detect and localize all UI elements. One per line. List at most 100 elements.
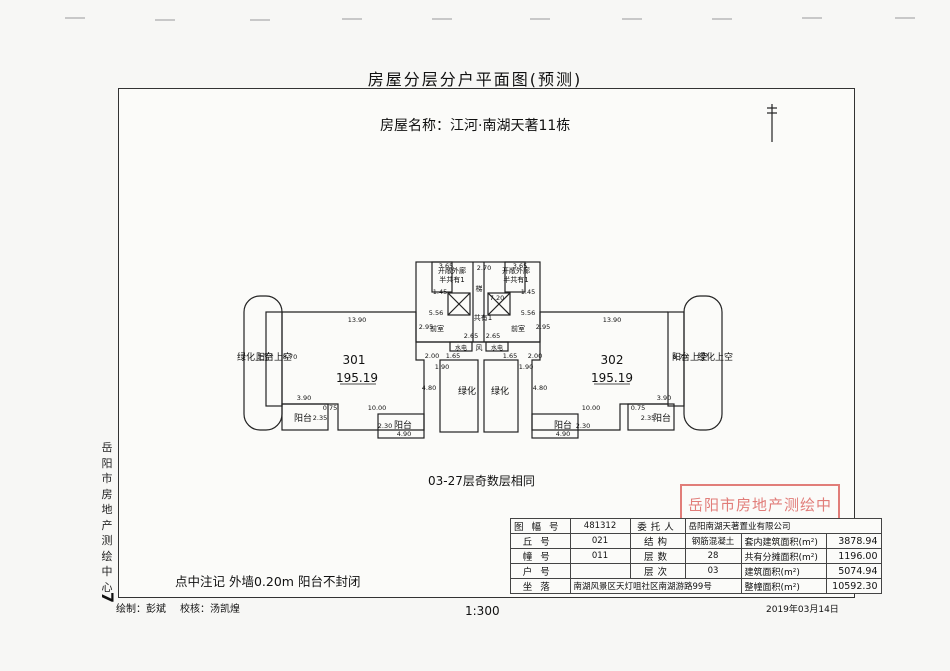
page-title: 房屋分层分户平面图(预测)	[367, 70, 583, 89]
client-value: 岳阳南湖天著置业有限公司	[684, 518, 882, 534]
dim-right-top: 13.90	[603, 316, 622, 324]
right-balcony-roof: 阳台上空	[672, 351, 708, 363]
dim-left-165: 1.65	[446, 352, 460, 360]
dim-right-190: 1.90	[519, 363, 533, 371]
center-greening-left: 绿化	[458, 385, 476, 397]
level-label: 层次	[629, 563, 686, 579]
checker-credit: 校核：汤凯煌	[180, 604, 240, 615]
build-area-value: 5074.94	[825, 563, 882, 579]
scan-marks	[65, 17, 915, 21]
right-balcony: 阳台	[653, 412, 671, 424]
right-lower-balcony: 阳台	[554, 419, 572, 431]
client-label: 委托人	[629, 518, 686, 534]
dim-right-235: 2.35	[641, 414, 655, 422]
map-no-label: 图幅号	[510, 518, 571, 534]
left-half-shared: 半共有1	[439, 275, 464, 284]
dim-left-top: 13.90	[348, 316, 367, 324]
addr-label: 坐落	[510, 578, 571, 594]
struct-value: 钢筋混凝土	[684, 533, 742, 549]
building-value: 011	[569, 548, 631, 564]
dim-right-365: 3.65	[513, 262, 527, 270]
shared-label: 共有1	[474, 313, 492, 322]
left-balcony: 阳台	[294, 412, 312, 424]
dim-right-265: 2.65	[486, 332, 500, 340]
date-label: 2019年03月14日	[766, 605, 839, 615]
dim-left-075: 0.75	[323, 404, 337, 412]
dim-right-230: 2.30	[576, 422, 590, 430]
build-area-label: 建筑面积(m²)	[740, 563, 827, 579]
left-balcony-roof: 阳台上空	[256, 351, 292, 363]
drawer-credit: 绘制：彭斌	[116, 604, 166, 615]
dim-left-295: 2.95	[419, 323, 433, 331]
scale-label: 1:300	[465, 604, 500, 618]
shared-area-value: 1196.00	[825, 548, 882, 564]
left-anteroom: 前室	[430, 324, 444, 333]
whole-area-value: 10592.30	[825, 578, 882, 594]
unit-302-area: 195.19	[591, 371, 633, 385]
right-open-corridor: 开敞外廊	[502, 266, 530, 275]
dim-right-480: 4.80	[533, 384, 547, 392]
level-value: 03	[684, 563, 742, 579]
left-lower-balcony: 阳台	[394, 419, 412, 431]
dim-left-230: 2.30	[378, 422, 392, 430]
addr-value: 南湖风景区天灯咀社区南湖游路99号	[569, 578, 742, 594]
dim-right-165: 1.65	[503, 352, 517, 360]
right-half-shared: 半共有1	[503, 275, 528, 284]
dim-left-190: 1.90	[435, 363, 449, 371]
dim-left-265: 2.65	[464, 332, 478, 340]
dim-left-870: 8.70	[283, 353, 297, 361]
hill-label: 丘号	[510, 533, 571, 549]
floors-label: 层数	[629, 548, 686, 564]
unit-302-number: 302	[601, 353, 624, 367]
drawing-notes: 点中注记 外墙0.20m 阳台不封闭	[175, 574, 361, 589]
hill-value: 021	[569, 533, 631, 549]
unit-301-number: 301	[343, 353, 366, 367]
side-text: 岳阳市房地产测绘中心	[101, 441, 113, 594]
dim-right-870: 8.70	[673, 353, 687, 361]
left-open-corridor: 开敞外廊	[438, 266, 466, 275]
dim-right-390: 3.90	[657, 394, 671, 402]
dim-left-200: 2.00	[425, 352, 439, 360]
dim-right-1000: 10.00	[582, 404, 601, 412]
house-name: 房屋名称：江河·南湖天著11栋	[380, 118, 571, 134]
struct-label: 结构	[629, 533, 686, 549]
dim-right-556: 5.56	[521, 309, 535, 317]
unit-301-area: 195.19	[336, 371, 378, 385]
dim-right-295: 2.95	[536, 323, 550, 331]
floors-note: 03-27层奇数层相同	[428, 474, 535, 488]
shared-area-label: 共有分摊面积(m²)	[740, 548, 827, 564]
dim-left-480: 4.80	[422, 384, 436, 392]
inner-area-label: 套内建筑面积(m²)	[740, 533, 827, 549]
inner-area-value: 3878.94	[825, 533, 882, 549]
building-label: 幢号	[510, 548, 571, 564]
dim-right-200: 2.00	[528, 352, 542, 360]
dim-right-075: 0.75	[631, 404, 645, 412]
info-table: 图幅号 481312 委托人 岳阳南湖天著置业有限公司 丘号 021 结构 钢筋…	[510, 518, 882, 594]
dim-left-145: 1.45	[433, 288, 447, 296]
right-greening-roof: 绿化上空	[697, 351, 733, 363]
left-water-label: 水电	[455, 344, 467, 352]
left-greening-roof: 绿化上空	[237, 351, 273, 363]
unit-value	[569, 563, 631, 579]
dim-left-1000: 10.00	[368, 404, 387, 412]
right-anteroom: 前室	[511, 324, 525, 333]
whole-area-label: 整幢面积(m²)	[740, 578, 827, 594]
dim-left-390: 3.90	[297, 394, 311, 402]
stair-label: 梯	[476, 284, 483, 293]
dim-left-235: 2.35	[313, 414, 327, 422]
right-water-label: 水电	[491, 344, 503, 352]
dim-right-145: 1.45	[521, 288, 535, 296]
floors-value: 28	[684, 548, 742, 564]
center-greening-right: 绿化	[491, 385, 509, 397]
dim-left-556: 5.56	[429, 309, 443, 317]
map-no-value: 481312	[569, 518, 631, 534]
wind-label: 风	[476, 344, 483, 352]
dim-left-365: 3.65	[439, 262, 453, 270]
page-number: 7	[98, 591, 118, 604]
dim-270: 2.70	[477, 264, 491, 272]
unit-label: 户号	[510, 563, 571, 579]
dim-left-490: 4.90	[397, 430, 411, 438]
dim-right-490: 4.90	[556, 430, 570, 438]
dim-720: 7.20	[490, 294, 504, 302]
